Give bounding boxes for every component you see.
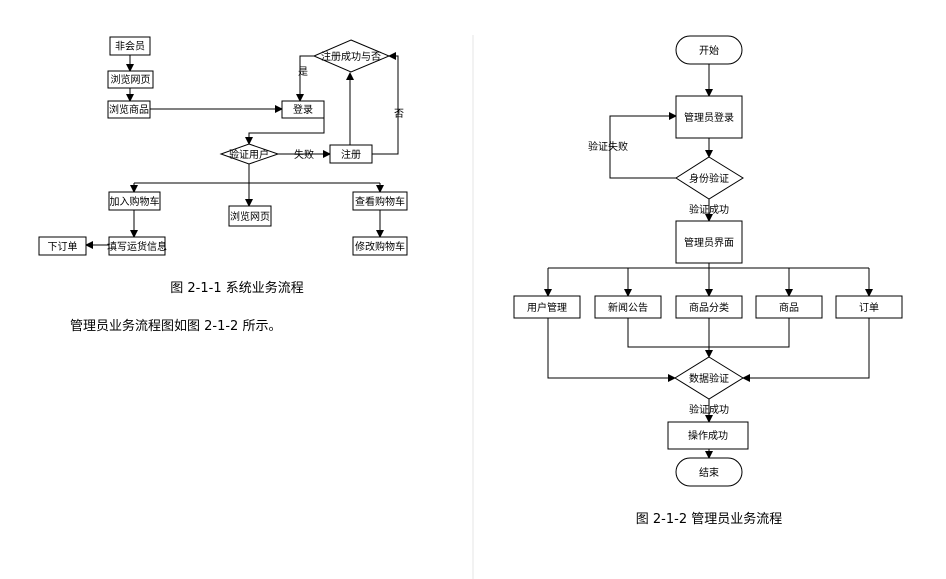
svg-text:注册: 注册 (341, 148, 361, 161)
node-login: 登录 (281, 100, 325, 119)
node-add-cart: 加入购物车 (108, 191, 161, 211)
left-flowchart: 非会员 浏览网页 浏览商品 注册成功与否 登录 验证用户 注册 加入购物车 (38, 36, 408, 296)
edge-identity-fail-loop (609, 112, 677, 179)
node-identity-verify: 身份验证 (675, 156, 744, 200)
edge-register-registerok (372, 52, 399, 155)
node-browse-goods: 浏览商品 (107, 100, 151, 119)
node-news: 新闻公告 (594, 295, 662, 319)
label-verify-ok-1: 验证成功 (689, 203, 729, 216)
node-admin-ui: 管理员界面 (675, 220, 743, 264)
node-browse-web: 浏览网页 (107, 70, 154, 89)
node-op-success: 操作成功 (667, 421, 749, 450)
svg-text:身份验证: 身份验证 (689, 172, 729, 185)
svg-text:修改购物车: 修改购物车 (355, 240, 405, 253)
node-orders: 订单 (835, 295, 903, 319)
svg-text:非会员: 非会员 (115, 40, 145, 53)
node-fill-address: 填写运货信息 (107, 236, 167, 256)
svg-text:管理员界面: 管理员界面 (684, 236, 734, 249)
node-browse-page: 浏览网页 (228, 205, 272, 227)
svg-text:浏览商品: 浏览商品 (109, 103, 149, 116)
svg-text:新闻公告: 新闻公告 (608, 301, 648, 314)
svg-text:用户管理: 用户管理 (527, 301, 567, 314)
svg-text:登录: 登录 (293, 103, 313, 116)
node-data-verify: 数据验证 (674, 356, 744, 400)
label-yes: 是 (298, 66, 308, 78)
node-non-member: 非会员 (109, 36, 151, 56)
edge-login-verify (245, 109, 325, 145)
svg-text:操作成功: 操作成功 (688, 429, 728, 442)
svg-text:浏览网页: 浏览网页 (111, 73, 151, 86)
label-verify-ok-2: 验证成功 (689, 403, 729, 416)
label-verify-fail: 验证失败 (588, 140, 628, 153)
svg-text:下订单: 下订单 (48, 241, 78, 253)
node-start: 开始 (675, 35, 743, 65)
svg-text:浏览网页: 浏览网页 (230, 210, 270, 223)
node-user-mgmt: 用户管理 (513, 295, 581, 319)
edge-registerok-login (296, 55, 314, 102)
node-admin-login: 管理员登录 (675, 95, 743, 139)
svg-text:订单: 订单 (859, 302, 879, 314)
label-no: 否 (394, 108, 404, 120)
right-caption: 图 2-1-2 管理员业务流程 (636, 511, 782, 527)
svg-text:商品: 商品 (779, 301, 799, 314)
node-end: 结束 (675, 457, 743, 487)
left-caption: 图 2-1-1 系统业务流程 (170, 280, 303, 296)
right-flowchart: 开始 管理员登录 身份验证 管理员界面 用户管理 新闻公告 商品分类 商品 (513, 35, 903, 527)
node-register-ok: 注册成功与否 (312, 39, 391, 73)
node-goods-cat: 商品分类 (675, 295, 743, 319)
svg-text:开始: 开始 (699, 44, 719, 57)
svg-text:注册成功与否: 注册成功与否 (321, 50, 381, 63)
svg-text:查看购物车: 查看购物车 (355, 195, 405, 208)
svg-text:验证用户: 验证用户 (229, 148, 269, 161)
node-view-cart: 查看购物车 (352, 191, 408, 211)
svg-text:加入购物车: 加入购物车 (110, 195, 160, 208)
edge-user-dataverify (547, 318, 676, 382)
node-register: 注册 (329, 144, 373, 164)
node-place-order: 下订单 (38, 236, 87, 256)
svg-text:填写运货信息: 填写运货信息 (107, 240, 167, 253)
node-goods: 商品 (755, 295, 823, 319)
node-verify-user: 验证用户 (219, 143, 280, 165)
svg-text:数据验证: 数据验证 (689, 372, 729, 385)
node-edit-cart: 修改购物车 (352, 236, 408, 256)
svg-text:商品分类: 商品分类 (689, 301, 729, 314)
svg-text:结束: 结束 (699, 466, 719, 479)
label-fail: 失败 (294, 148, 314, 161)
svg-text:管理员登录: 管理员登录 (684, 111, 734, 124)
body-paragraph: 管理员业务流程图如图 2-1-2 所示。 (70, 318, 281, 334)
edge-orders-dataverify (742, 318, 870, 382)
